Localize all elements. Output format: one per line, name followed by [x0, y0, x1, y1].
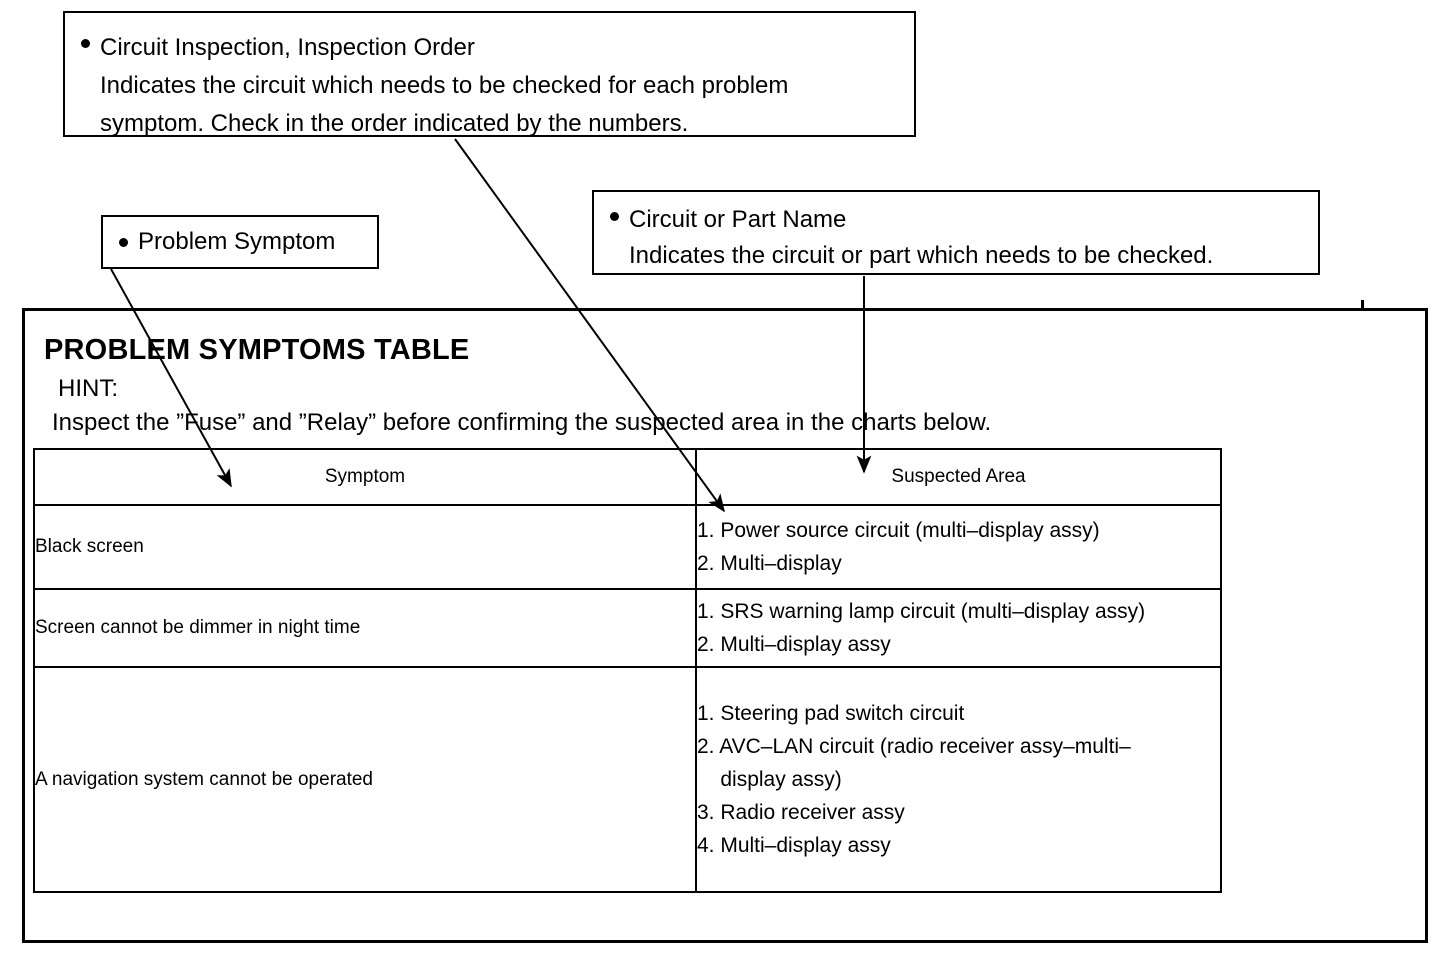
- symptom-cell: A navigation system cannot be operated: [33, 666, 697, 893]
- table-row: Screen cannot be dimmer in night time 1.…: [33, 588, 1222, 668]
- suspected-area-item: 3. Radio receiver assy: [697, 801, 905, 824]
- callout-title: Problem Symptom: [138, 228, 336, 255]
- suspected-area-item: 1. SRS warning lamp circuit (multi–displ…: [697, 600, 1146, 623]
- suspected-area-cell: 1. Steering pad switch circuit 2. AVC–LA…: [695, 666, 1222, 893]
- suspected-area-item: 1. Steering pad switch circuit: [697, 702, 965, 725]
- problem-symptoms-table: Symptom Suspected Area Black screen 1. P…: [33, 448, 1222, 893]
- suspected-area-cell: 1. Power source circuit (multi–display a…: [695, 504, 1222, 590]
- suspected-area-item: 2. Multi–display: [697, 552, 842, 575]
- page-title: PROBLEM SYMPTOMS TABLE: [44, 334, 470, 366]
- bullet-icon: [119, 237, 128, 247]
- callout-problem-symptom: Problem Symptom: [101, 215, 379, 269]
- suspected-area-cell: 1. SRS warning lamp circuit (multi–displ…: [695, 588, 1222, 668]
- suspected-area-item: 2. Multi–display assy: [697, 633, 891, 656]
- frame-tick-mark: [1361, 300, 1364, 308]
- suspected-area-item: 4. Multi–display assy: [697, 834, 891, 857]
- callout-title: Circuit or Part Name: [629, 206, 847, 233]
- suspected-area-item: 1. Power source circuit (multi–display a…: [697, 519, 1100, 542]
- callout-circuit-or-part-name: Circuit or Part Name Indicates the circu…: [592, 190, 1320, 275]
- table-header-row: Symptom Suspected Area: [33, 448, 1222, 506]
- suspected-area-item: 2. AVC–LAN circuit (radio receiver assy–…: [697, 735, 1131, 791]
- column-header-suspected-area: Suspected Area: [695, 448, 1222, 506]
- hint-label: HINT:: [58, 375, 118, 402]
- callout-body-line: Indicates the circuit or part which need…: [629, 242, 1214, 269]
- bullet-icon: [81, 39, 90, 48]
- problem-symptoms-panel: [22, 308, 1428, 943]
- hint-text: Inspect the ”Fuse” and ”Relay” before co…: [52, 409, 992, 436]
- symptom-cell: Black screen: [33, 504, 697, 590]
- table-row: Black screen 1. Power source circuit (mu…: [33, 504, 1222, 590]
- bullet-icon: [610, 212, 619, 221]
- callout-body-line: Indicates the circuit which needs to be …: [100, 72, 789, 99]
- column-header-symptom: Symptom: [33, 448, 697, 506]
- callout-body-line: symptom. Check in the order indicated by…: [100, 110, 689, 137]
- callout-title: Circuit Inspection, Inspection Order: [100, 34, 475, 61]
- callout-circuit-inspection: Circuit Inspection, Inspection Order Ind…: [63, 11, 916, 137]
- table-row: A navigation system cannot be operated 1…: [33, 666, 1222, 893]
- symptom-cell: Screen cannot be dimmer in night time: [33, 588, 697, 668]
